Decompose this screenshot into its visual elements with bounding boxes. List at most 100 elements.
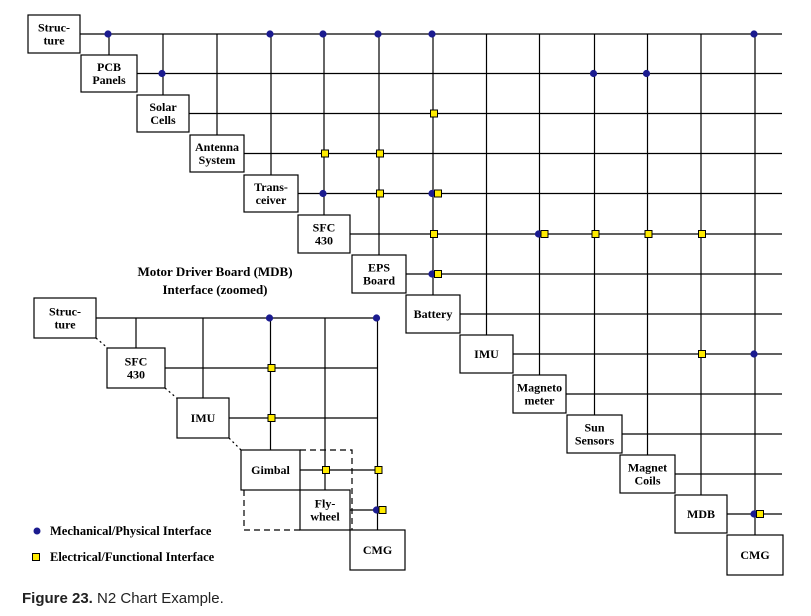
main-box-sunsensors-frame	[566, 414, 623, 454]
main-box-epsboard-frame	[351, 254, 407, 294]
main-box-trans-ceiver-label-line-2: ceiver	[256, 193, 287, 207]
main-box-struc-ture: Struc-ture	[27, 14, 81, 54]
zoom-box-sfc430-label-line-2: 430	[127, 368, 145, 382]
main-mechanical-interface-pcbpanels-solarcells	[158, 69, 166, 78]
main-box-mdb-label-line-1: MDB	[687, 507, 715, 521]
zoom-box-cmg-frame	[349, 529, 406, 571]
main-electrical-interface-antennasystem-epsboard	[376, 149, 384, 158]
main-box-sunsensors-label-line-1: Sun	[584, 421, 604, 435]
main-box-trans-ceiver-frame	[243, 174, 299, 213]
main-box-magnetcoils-frame	[619, 454, 676, 494]
main-mechanical-interface-sfc430-magnetometer	[534, 230, 543, 238]
main-electrical-interface-epsboard-battery	[434, 270, 442, 278]
main-box-pcbpanels-label-line-2: Panels	[92, 73, 126, 87]
n2-chart-diagram: Struc-turePCBPanelsSolarCellsAntennaSyst…	[27, 14, 784, 576]
main-box-battery-label-line-1: Battery	[414, 307, 453, 321]
zoom-box-gimbal-frame	[240, 449, 301, 491]
main-box-mdb: MDB	[674, 494, 728, 534]
main-box-cmg: CMG	[726, 534, 784, 576]
main-box-imu-frame	[459, 334, 514, 374]
main-mechanical-interface-epsboard-battery	[428, 270, 436, 278]
zoom-box-cmg: CMG	[349, 529, 406, 571]
zoom-chart-title-line-1: Motor Driver Board (MDB)	[137, 264, 292, 279]
main-box-solarcells-label-line-2: Cells	[150, 113, 176, 127]
main-electrical-interface-imu-mdb	[698, 350, 706, 358]
zoom-electrical-interface-fly-wheel-cmg	[378, 506, 387, 514]
zoom-connector-lines	[96, 317, 379, 530]
main-electrical-interface-sfc430-battery	[430, 230, 438, 238]
main-mechanical-interface-pcbpanels-magnetcoils	[642, 69, 651, 78]
main-box-solarcells-label-line-1: Solar	[149, 100, 177, 114]
zoomed-mdb-n2-chart: Motor Driver Board (MDB) Interface (zoom…	[33, 264, 406, 571]
main-mechanical-interface-mdb-cmg	[750, 510, 758, 518]
main-box-pcbpanels-label-line-1: PCB	[97, 60, 121, 74]
main-electrical-interface-sfc430-mdb	[698, 230, 706, 238]
main-mechanical-interface-struc-ture-epsboard	[374, 30, 382, 38]
zoom-box-fly-wheel-label-line-1: Fly-	[315, 497, 336, 511]
zoom-mechanical-interface-struc-ture-gimbal	[265, 314, 274, 322]
zoom-box-gimbal-label-line-1: Gimbal	[251, 463, 290, 477]
main-electrical-interface-sfc430-magnetometer	[540, 230, 549, 238]
main-mechanical-interface-struc-ture-trans-ceiver	[266, 30, 274, 38]
zoom-box-imu-label-line-1: IMU	[191, 411, 216, 425]
main-box-magnetometer-frame	[512, 374, 567, 414]
main-box-solarcells-frame	[136, 94, 190, 133]
zoom-electrical-interface-gimbal-cmg	[374, 466, 383, 474]
main-box-sfc430-frame	[297, 214, 351, 254]
main-box-struc-ture-label-line-2: ture	[43, 34, 65, 48]
main-mechanical-interface-pcbpanels-sunsensors	[589, 69, 598, 78]
mechanical-interface-legend-marker	[33, 527, 41, 535]
main-electrical-interface-mdb-cmg	[756, 510, 764, 518]
mechanical-interface-legend-label: Mechanical/Physical Interface	[50, 524, 212, 538]
main-electrical-interface-trans-ceiver-battery	[434, 189, 442, 198]
main-box-trans-ceiver: Trans-ceiver	[243, 174, 299, 213]
main-box-magnetcoils-label-line-2: Coils	[634, 474, 660, 488]
zoom-electrical-interface-sfc430-gimbal	[267, 364, 276, 372]
main-box-sunsensors-label-line-2: Sensors	[575, 434, 615, 448]
main-box-trans-ceiver-label-line-1: Trans-	[254, 180, 288, 194]
zoom-box-fly-wheel-label-line-2: wheel	[310, 510, 340, 524]
figure-caption-label: Figure 23.	[22, 590, 93, 607]
zoom-box-struc-ture-frame	[33, 297, 97, 339]
main-box-cmg-frame	[726, 534, 784, 576]
main-box-magnetometer-label-line-2: meter	[525, 394, 556, 408]
main-box-cmg-label-line-1: CMG	[740, 548, 769, 562]
zoom-mechanical-interface-struc-ture-cmg	[372, 314, 381, 322]
main-box-struc-ture-frame	[27, 14, 81, 54]
zoom-box-cmg-label-line-1: CMG	[363, 543, 392, 557]
zoom-box-gimbal: Gimbal	[240, 449, 301, 491]
zoom-electrical-interface-imu-gimbal	[267, 414, 276, 422]
main-box-pcbpanels-frame	[80, 54, 138, 93]
main-box-epsboard-label-line-2: Board	[363, 274, 395, 288]
figure-caption: Figure 23. N2 Chart Example.	[22, 590, 224, 607]
main-box-battery: Battery	[405, 294, 461, 334]
main-box-sfc430-label-line-1: SFC	[313, 221, 336, 235]
zoom-box-sfc430-label-line-1: SFC	[125, 355, 148, 369]
zoom-box-struc-ture: Struc-ture	[33, 297, 97, 339]
zoom-box-fly-wheel-frame	[299, 489, 351, 531]
main-box-imu-label-line-1: IMU	[474, 347, 499, 361]
main-box-epsboard-label-line-1: EPS	[368, 261, 390, 275]
zoom-box-struc-ture-label-line-2: ture	[54, 318, 76, 332]
main-connector-lines	[80, 33, 782, 535]
main-mechanical-interface-trans-ceiver-sfc430	[319, 189, 327, 198]
main-box-battery-frame	[405, 294, 461, 334]
main-interface-markers	[104, 30, 764, 518]
zoom-box-sfc430-frame	[106, 347, 166, 389]
main-electrical-interface-sfc430-sunsensors	[591, 230, 600, 238]
main-electrical-interface-antennasystem-sfc430	[321, 149, 329, 158]
main-mechanical-interface-imu-cmg	[750, 350, 758, 358]
main-mechanical-interface-struc-ture-pcbpanels	[104, 30, 112, 38]
electrical-interface-legend-marker	[32, 553, 40, 561]
main-box-magnetometer-label-line-1: Magneto	[517, 381, 562, 395]
zoom-box-fly-wheel: Fly-wheel	[299, 489, 351, 531]
zoom-box-imu-frame	[176, 397, 230, 439]
